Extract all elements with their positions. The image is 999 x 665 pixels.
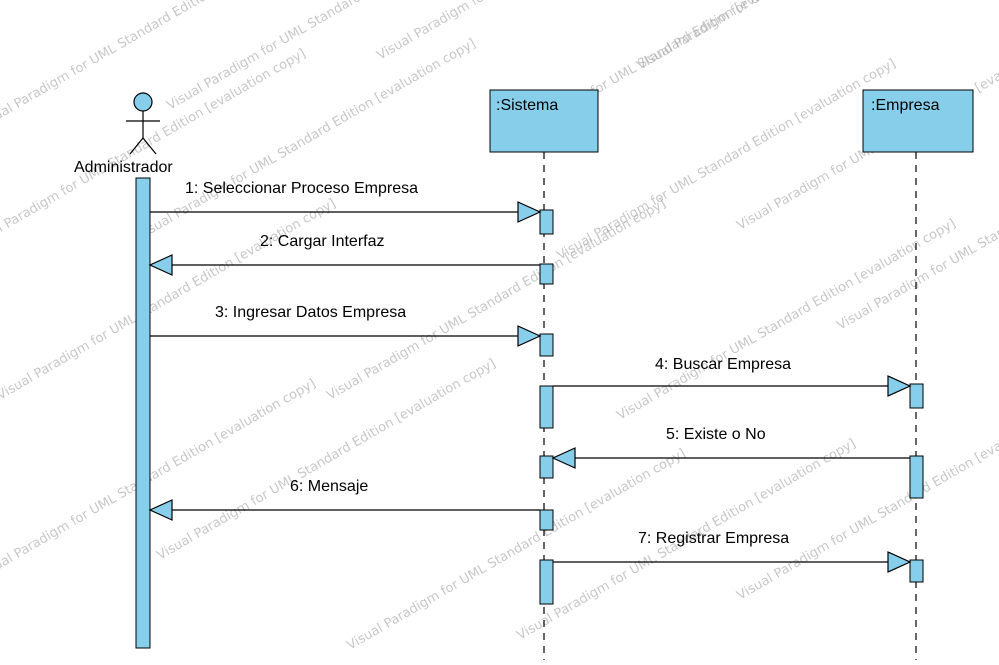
message-6[interactable]: 6: Mensaje (148, 478, 540, 521)
activation-sistema (539, 263, 554, 285)
message-4[interactable]: 4: Buscar Empresa (553, 356, 912, 397)
actor-head-icon (133, 92, 153, 112)
message-label: 2: Cargar Interfaz (260, 233, 385, 250)
object-label-sistema: :Sistema (496, 97, 558, 114)
activation-sistema (539, 559, 554, 605)
activation-sistema (539, 509, 554, 531)
object-box-empresa (862, 89, 974, 153)
message-3[interactable]: 3: Ingresar Datos Empresa (150, 304, 542, 347)
activation-sistema (539, 333, 554, 357)
message-2[interactable]: 2: Cargar Interfaz (148, 233, 540, 276)
actor-administrador[interactable]: Administrador (74, 92, 173, 176)
activation-sistema (539, 385, 554, 429)
object-box-sistema (489, 89, 599, 153)
message-label: 3: Ingresar Datos Empresa (215, 304, 406, 321)
message-label: 5: Existe o No (666, 426, 766, 443)
activation-administrador (135, 177, 151, 649)
message-label: 4: Buscar Empresa (655, 356, 791, 373)
message-5[interactable]: 5: Existe o No (551, 426, 910, 469)
arrowhead-icon (887, 375, 912, 397)
watermark: Visual Paradigm for UML Standard Edition… (735, 396, 999, 603)
message-label: 1: Seleccionar Proceso Empresa (185, 180, 418, 197)
lifeline-sistema[interactable]: :Sistema (489, 89, 599, 660)
activation-sistema (539, 209, 554, 235)
activation-empresa (909, 455, 924, 499)
watermark: Visual Paradigm for UML Standard Edition… (345, 446, 689, 653)
lifeline-empresa[interactable]: :Empresa (862, 89, 974, 660)
actor-leg-left (129, 137, 144, 155)
arrowhead-icon (517, 201, 542, 223)
watermark: Visual Paradigm for UML Standard Edition… (635, 0, 979, 73)
arrowhead-icon (148, 499, 173, 521)
message-1[interactable]: 1: Seleccionar Proceso Empresa (150, 180, 542, 223)
watermark: Visual Paradigm for UML Standard Edition… (615, 216, 959, 423)
arrowhead-icon (551, 447, 576, 469)
activation-sistema (539, 455, 554, 479)
message-label: 7: Registrar Empresa (638, 530, 789, 547)
watermark: Visual Paradigm for UML Standard Edition… (325, 196, 669, 403)
actor-leg-right (142, 137, 157, 155)
actor-label: Administrador (74, 159, 173, 176)
activation-empresa (909, 383, 924, 409)
message-label: 6: Mensaje (290, 478, 368, 495)
arrowhead-icon (148, 254, 173, 276)
activation-empresa (909, 559, 924, 583)
watermark: Visual Paradigm for UML Standard Edition… (155, 356, 499, 563)
message-7[interactable]: 7: Registrar Empresa (553, 530, 912, 573)
arrowhead-icon (517, 325, 542, 347)
object-label-empresa: :Empresa (871, 97, 940, 114)
arrowhead-icon (887, 551, 912, 573)
